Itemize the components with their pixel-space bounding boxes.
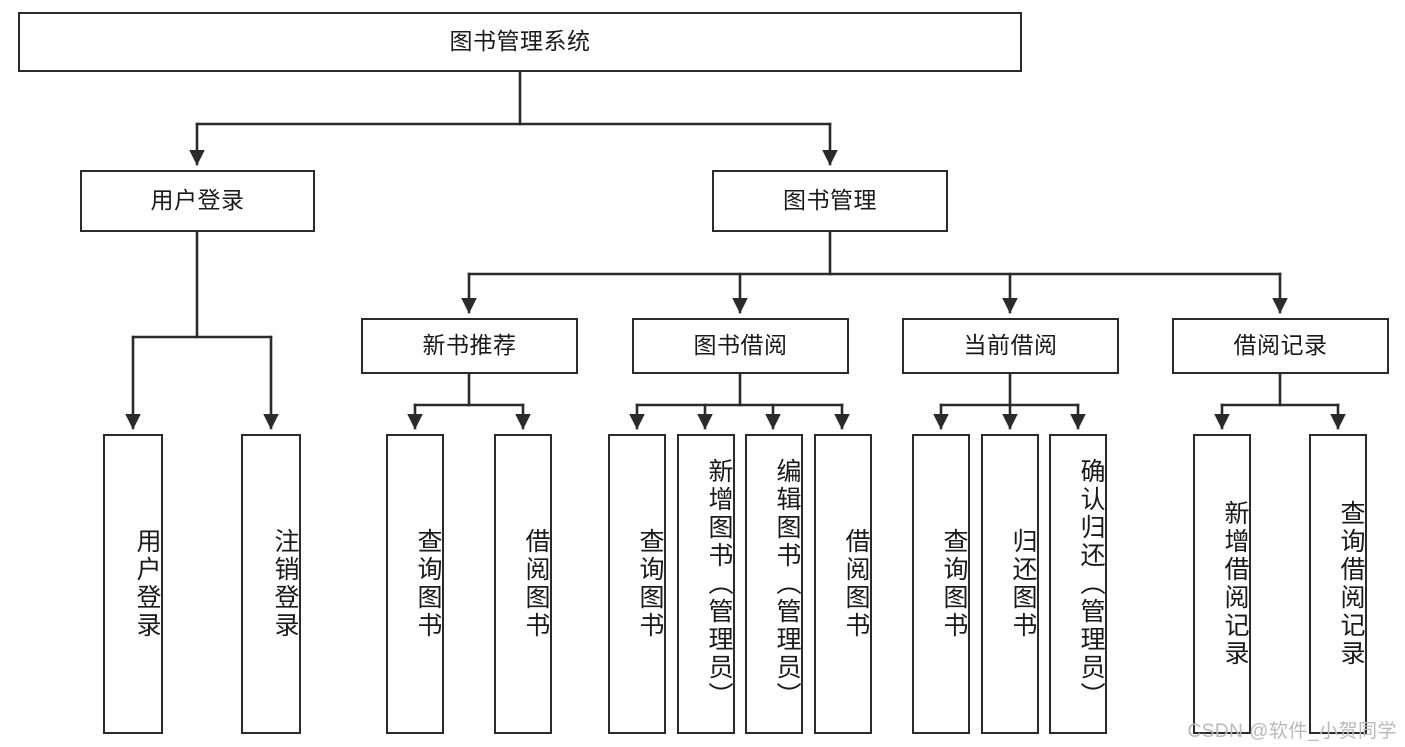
node-user-login[interactable]: 用户登录 <box>80 170 315 232</box>
node-leaf-borrow-book-b[interactable]: 借阅图书 <box>814 434 872 734</box>
node-leaf-user-login-label: 用户登录 <box>133 528 161 640</box>
node-leaf-add-borrow-record-label: 新增借阅记录 <box>1221 500 1249 668</box>
node-leaf-query-book-a[interactable]: 查询图书 <box>386 434 444 734</box>
node-leaf-query-book-b-label: 查询图书 <box>636 528 664 640</box>
node-leaf-borrow-book-a[interactable]: 借阅图书 <box>494 434 552 734</box>
node-leaf-add-book[interactable]: 新增图书（管理员） <box>677 434 735 734</box>
node-leaf-edit-book[interactable]: 编辑图书（管理员） <box>745 434 803 734</box>
node-leaf-confirm-return[interactable]: 确认归还（管理员） <box>1049 434 1107 734</box>
node-leaf-edit-book-label: 编辑图书（管理员） <box>773 458 801 710</box>
node-borrow-record[interactable]: 借阅记录 <box>1172 318 1389 374</box>
node-root-system[interactable]: 图书管理系统 <box>18 12 1022 72</box>
node-leaf-query-book-c-label: 查询图书 <box>940 528 968 640</box>
node-leaf-logout[interactable]: 注销登录 <box>241 434 301 734</box>
node-leaf-logout-label: 注销登录 <box>271 528 299 640</box>
node-leaf-user-login[interactable]: 用户登录 <box>103 434 163 734</box>
node-leaf-query-borrow-record[interactable]: 查询借阅记录 <box>1309 434 1367 734</box>
node-leaf-query-book-c[interactable]: 查询图书 <box>912 434 970 734</box>
node-leaf-borrow-book-a-label: 借阅图书 <box>522 528 550 640</box>
node-book-management[interactable]: 图书管理 <box>712 170 948 232</box>
node-leaf-query-borrow-record-label: 查询借阅记录 <box>1337 500 1365 668</box>
node-leaf-return-book[interactable]: 归还图书 <box>981 434 1039 734</box>
node-new-book-recommend[interactable]: 新书推荐 <box>361 318 578 374</box>
node-leaf-add-borrow-record[interactable]: 新增借阅记录 <box>1193 434 1251 734</box>
node-leaf-confirm-return-label: 确认归还（管理员） <box>1077 458 1105 710</box>
node-leaf-add-book-label: 新增图书（管理员） <box>705 458 733 710</box>
node-leaf-query-book-b[interactable]: 查询图书 <box>608 434 666 734</box>
node-book-borrow[interactable]: 图书借阅 <box>632 318 849 374</box>
node-leaf-return-book-label: 归还图书 <box>1009 528 1037 640</box>
node-leaf-query-book-a-label: 查询图书 <box>414 528 442 640</box>
node-current-borrow[interactable]: 当前借阅 <box>902 318 1119 374</box>
csdn-watermark: CSDN @软件_小贺同学 <box>1187 721 1397 742</box>
node-leaf-borrow-book-b-label: 借阅图书 <box>842 528 870 640</box>
